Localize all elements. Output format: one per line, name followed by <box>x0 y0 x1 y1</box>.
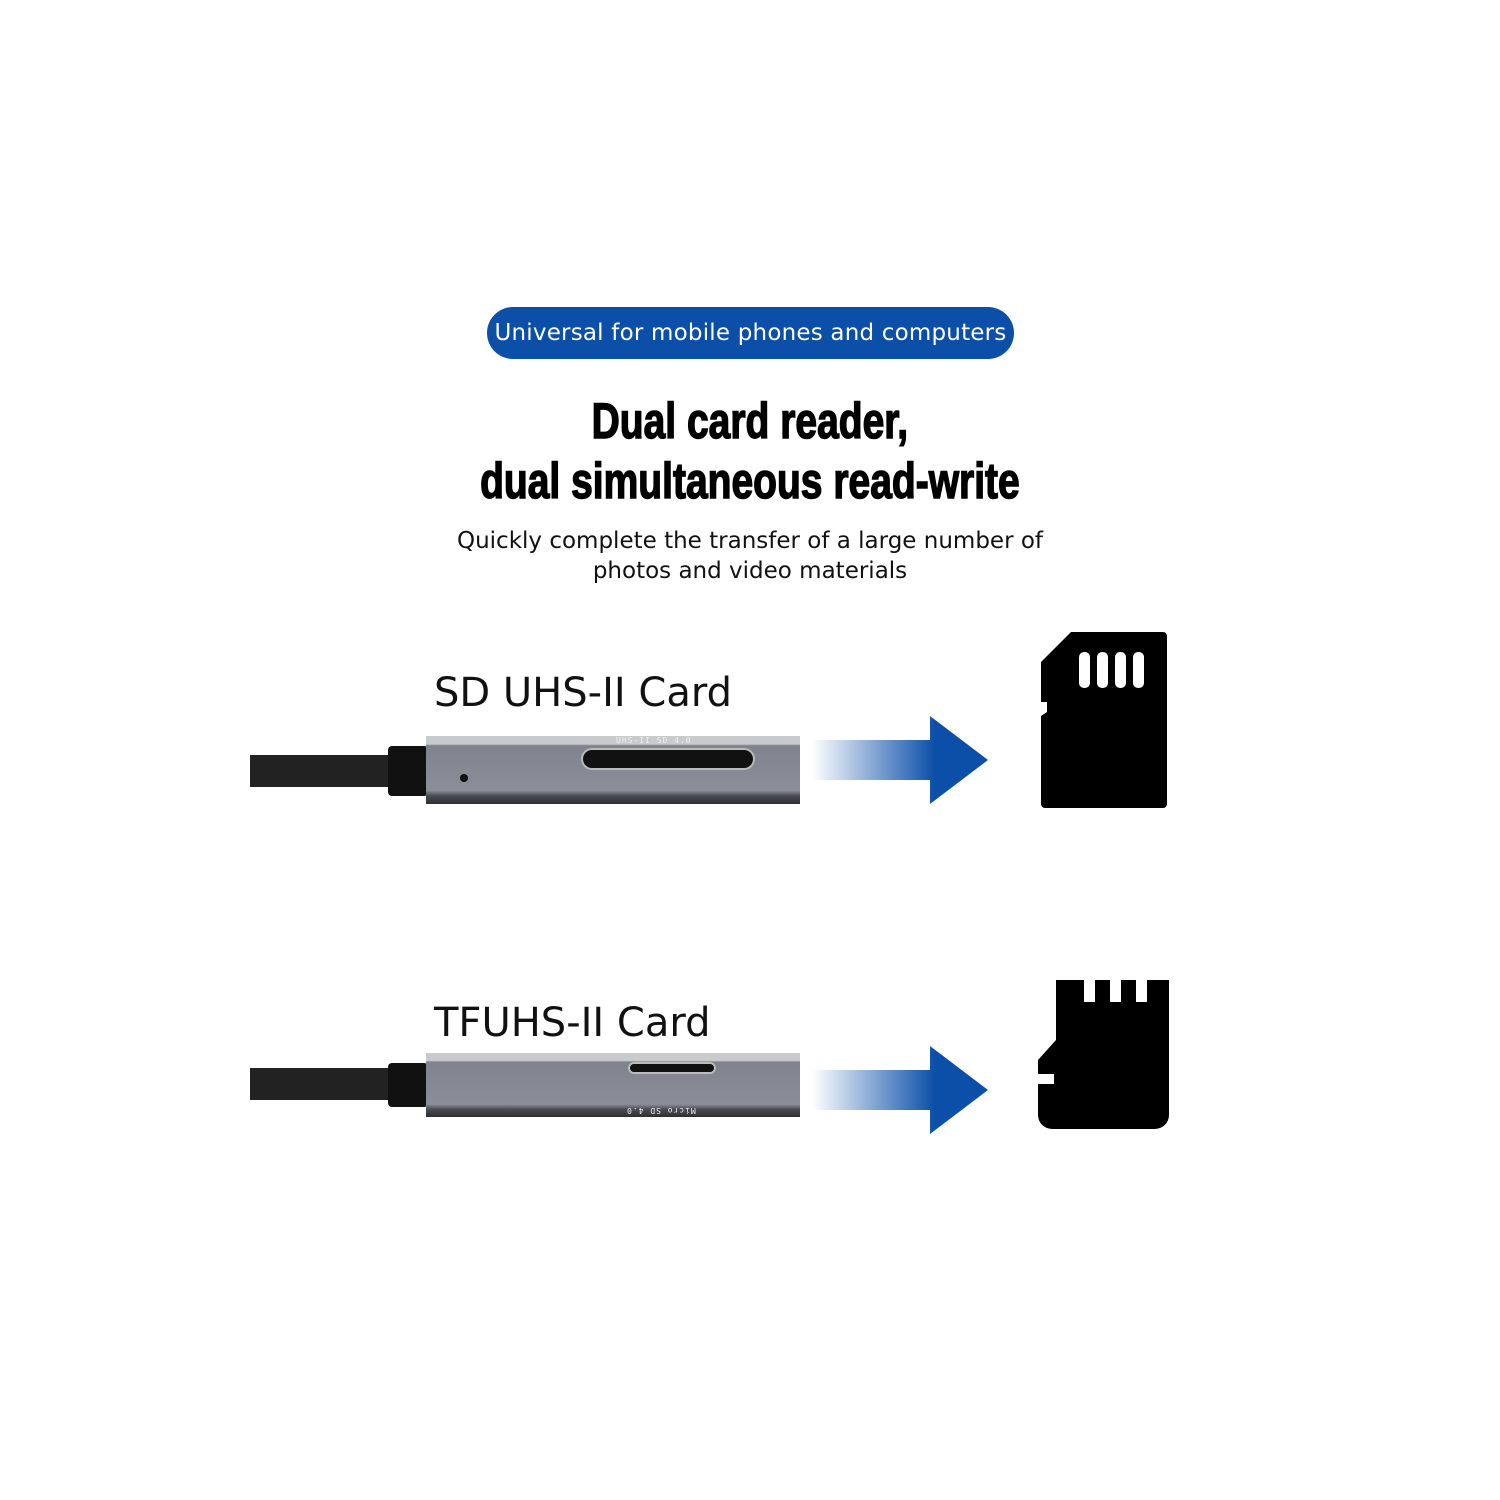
cable-collar <box>388 746 428 796</box>
reader-engraving: UHS-II SD 4.0 <box>616 736 692 745</box>
reader-engraving: Micro SD 4.0 <box>626 1106 696 1115</box>
card-reader-body: Micro SD 4.0 <box>426 1053 800 1117</box>
arrow-right-icon <box>812 716 988 804</box>
card-reader-body: UHS-II SD 4.0 <box>426 736 800 804</box>
usb-cable <box>250 1068 400 1100</box>
sd-card-label: SD UHS-II Card <box>434 670 732 716</box>
usb-cable <box>250 755 400 787</box>
microsd-card-icon <box>1038 980 1169 1129</box>
headline-line2: dual simultaneous read-write <box>480 452 1021 510</box>
badge: Universal for mobile phones and computer… <box>487 307 1014 359</box>
arrow-right-icon <box>812 1046 988 1134</box>
headline-line1: Dual card reader, <box>591 392 909 450</box>
microsd-slot <box>628 1062 716 1074</box>
sd-card-icon <box>1041 632 1167 808</box>
cable-collar <box>388 1063 428 1107</box>
subtitle-line2: photos and video materials <box>592 558 908 584</box>
subtitle-line1: Quickly complete the transfer of a large… <box>456 528 1044 554</box>
indicator-led <box>460 774 468 782</box>
sd-slot <box>581 748 755 770</box>
tf-card-label: TFUHS-II Card <box>434 1000 711 1046</box>
badge-text: Universal for mobile phones and computer… <box>494 320 1007 346</box>
